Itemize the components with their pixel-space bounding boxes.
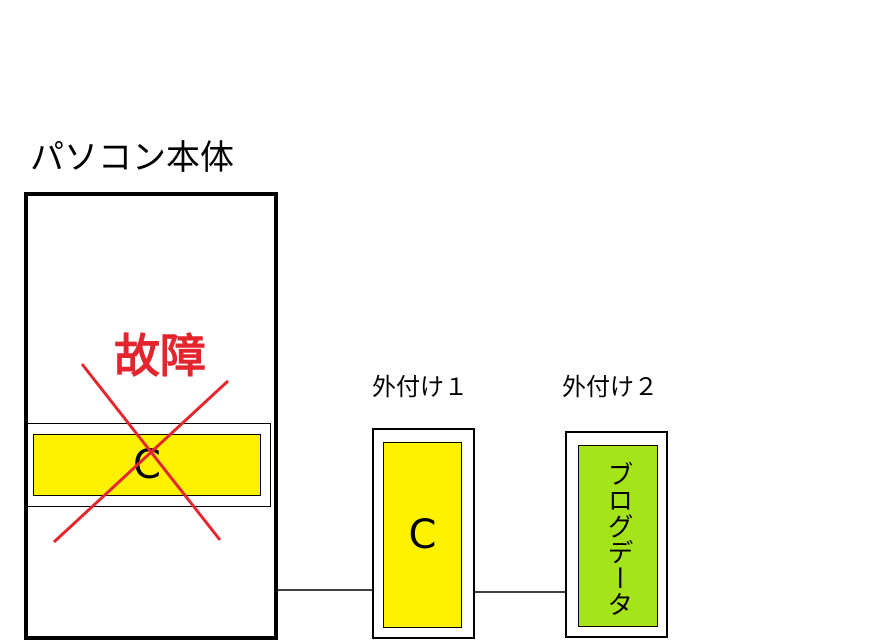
external-drive-1-label: 外付け１ bbox=[372, 373, 468, 401]
external-drive-2: ブログデータ bbox=[578, 445, 658, 627]
blog-data-label: ブログデータ bbox=[603, 461, 633, 617]
external-drive-2-label: 外付け２ bbox=[562, 373, 658, 401]
external-drive-1: C bbox=[383, 442, 462, 628]
pc-title: パソコン本体 bbox=[30, 138, 234, 178]
failure-label: 故障 bbox=[114, 329, 206, 383]
internal-drive: C bbox=[33, 434, 261, 496]
external-drive-1-letter: C bbox=[408, 512, 437, 558]
failure-cross-line-2 bbox=[52, 379, 230, 544]
pc-body-box bbox=[24, 192, 278, 640]
